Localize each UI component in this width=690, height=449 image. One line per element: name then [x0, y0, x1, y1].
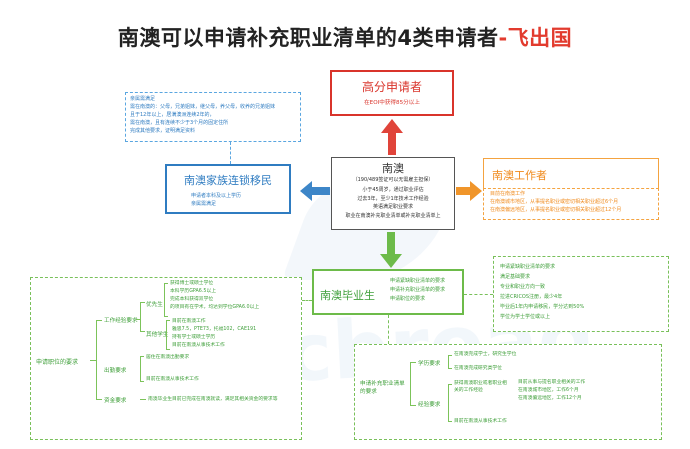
job-req-box: [30, 277, 302, 440]
experience-line: 获得南澳职业或者职业相关的工作经验: [454, 381, 507, 393]
priority-item: 本科学历GPA6.5以上: [170, 289, 216, 294]
shortage-header: 申请紧缺职业清单的要求: [500, 264, 556, 270]
tree-bracket: [448, 384, 452, 422]
graduate-title: 南澳毕业生: [320, 289, 375, 302]
center-box: 南澳 （190/489签证可以无需雇主担保） 小于45周岁，通过职业评估 过去3…: [331, 157, 455, 230]
tree-bracket: [140, 356, 144, 382]
page-title-main: 南澳可以申请补充职业清单的4类申请者: [117, 26, 499, 50]
worker-title-box: 南澳工作者: [483, 158, 659, 188]
family-detail-header: 亲属需满足: [130, 96, 156, 102]
center-title: 南澳: [382, 162, 404, 175]
shortage-line: 学位为学士学位或以上: [500, 314, 551, 320]
family-title: 南澳家族连锁移民: [184, 174, 272, 187]
shortage-connector: [464, 294, 493, 295]
family-detail-box: 亲属需满足 需在南澳的：父母，兄弟姐妹，继父母，养父母，收养的兄弟姐妹 且于12…: [125, 92, 301, 142]
shortage-line: 毕业后1年内申请移民，学分达到50%: [500, 304, 585, 310]
arrow-left-icon: [300, 181, 330, 201]
tree-bracket: [448, 355, 452, 369]
other-item: 持有学士或硕士学历: [172, 335, 216, 340]
worker-line: 在南澳城市地区，从事提名职业或密切相关职业超过6个月: [490, 199, 619, 205]
priority-label: 优先生: [146, 302, 163, 308]
attendance-label: 出勤要求: [104, 368, 127, 374]
family-line: 申请者本科及以上学历: [191, 193, 242, 199]
tree-bracket: [140, 302, 145, 332]
graduate-line: 申请补充职业清单的要求: [390, 287, 446, 293]
other-item: 目前在南澳从事技术工作: [172, 343, 225, 348]
family-detail-line: 需在南澳，且有连续不少于3个月的固定住所: [130, 120, 229, 126]
attendance-line: 目前在南澳从事技术工作: [146, 377, 199, 382]
graduate-box: 南澳毕业生 申请紧缺职业清单的要求 申请补充职业清单的要求 申请职位的要求: [312, 269, 464, 315]
other-item: 目前在南澳工作: [172, 319, 206, 324]
family-detail-line: 完成其他要求，证明满足资料: [130, 128, 196, 134]
job-req-connector: [302, 300, 312, 301]
supplement-connector: [388, 315, 389, 344]
high-score-desc: 在EOI中获得85分以上: [364, 100, 420, 106]
other-item: 雅思7.5，PTE73，托福102，CAE191: [172, 327, 257, 332]
supplement-box: [354, 344, 662, 440]
tree-line: [140, 399, 146, 400]
priority-item: 的项目有在学术，均达到学位GPA6.0以上: [170, 305, 260, 310]
tree-bracket: [96, 320, 102, 400]
family-box: 南澳家族连锁移民 申请者本科及以上学历 亲属需满足: [165, 164, 291, 214]
worker-title: 南澳工作者: [492, 169, 547, 182]
experience-line: 目前在南澳从事技术工作: [454, 419, 507, 424]
tree-bracket: [166, 320, 170, 350]
center-line: 过去3年，至少1年技术工作经验: [357, 195, 429, 202]
resources-label: 资金要求: [104, 398, 127, 404]
page-title-accent: -飞出国: [498, 26, 573, 50]
shortage-line: 专业和职业方向一致: [500, 284, 546, 290]
job-req-root: 申请职位的要求: [36, 359, 79, 366]
priority-item: 获得博士或硕士学位: [170, 281, 214, 286]
arrow-down-icon: [380, 232, 402, 268]
worker-line: 目前在南澳工作: [490, 191, 526, 197]
arrow-up-icon: [381, 119, 403, 155]
experience-line: 在南澳城市地区，工作6个月: [518, 388, 579, 393]
experience-label: 经验要求: [418, 402, 441, 408]
resources-line: 南澳毕业生目前已完成在南澳就读，满足其相关资金的要求等: [148, 397, 278, 402]
center-line: 英语满足职业要求: [372, 204, 413, 210]
high-score-box: 高分申请者 在EOI中获得85分以上: [330, 70, 454, 116]
center-subtitle: （190/489签证可以无需雇主担保）: [352, 177, 434, 183]
center-line: 小于45周岁，通过职业评估: [362, 187, 424, 193]
center-line: 职业在南澳补充职业清单或补充职业清单上: [345, 212, 441, 219]
family-detail-line: 需在南澳的：父母，兄弟姐妹，继父母，养父母，收养的兄弟姐妹: [130, 104, 276, 110]
worker-line: 在南澳偏远地区，从事提名职业或密切相关职业超过12个月: [490, 207, 622, 213]
experience-line: 目前从事与提名职业相关的工作: [518, 380, 586, 385]
family-line: 亲属需满足: [191, 201, 217, 207]
shortage-box: 申请紧缺职业清单的要求 满足基础要求 专业和职业方向一致 拉进CRICOS注册，…: [493, 256, 669, 332]
supplement-root: 申请补充职业清单的要求: [360, 381, 405, 395]
arrow-right-icon: [456, 181, 482, 201]
graduate-line: 申请紧缺职业清单的要求: [390, 278, 446, 284]
shortage-line: 拉进CRICOS注册，最少4年: [500, 294, 563, 300]
academic-label: 学历要求: [418, 361, 441, 367]
worker-detail-box: 目前在南澳工作 在南澳城市地区，从事提名职业或密切相关职业超过6个月 在南澳偏远…: [483, 188, 659, 220]
graduate-line: 申请职位的要求: [390, 296, 426, 302]
high-score-title: 高分申请者: [361, 80, 422, 94]
family-connector: [230, 142, 231, 164]
tree-bracket: [164, 283, 168, 317]
tree-line: [136, 319, 140, 320]
page-title: 南澳可以申请补充职业清单的4类申请者-飞出国: [0, 22, 690, 52]
shortage-line: 满足基础要求: [500, 274, 531, 280]
work-exp-label: 工作经验要求: [104, 318, 138, 324]
academic-line: 在南澳完成研究类学位: [454, 366, 502, 371]
attendance-line: 居住在南澳出勤要求: [146, 355, 190, 360]
tree-bracket: [410, 362, 416, 406]
academic-line: 在南澳完成学士，研究生学位: [454, 352, 517, 357]
priority-item: 完成本科获得双学位: [170, 297, 214, 302]
experience-line: 在南澳偏远地区，工作12个月: [518, 396, 582, 401]
other-label: 其他学生: [146, 332, 169, 338]
tree-line: [90, 360, 96, 361]
family-detail-line: 且于12年以上，居满澳洲连续2年的，: [130, 112, 215, 118]
